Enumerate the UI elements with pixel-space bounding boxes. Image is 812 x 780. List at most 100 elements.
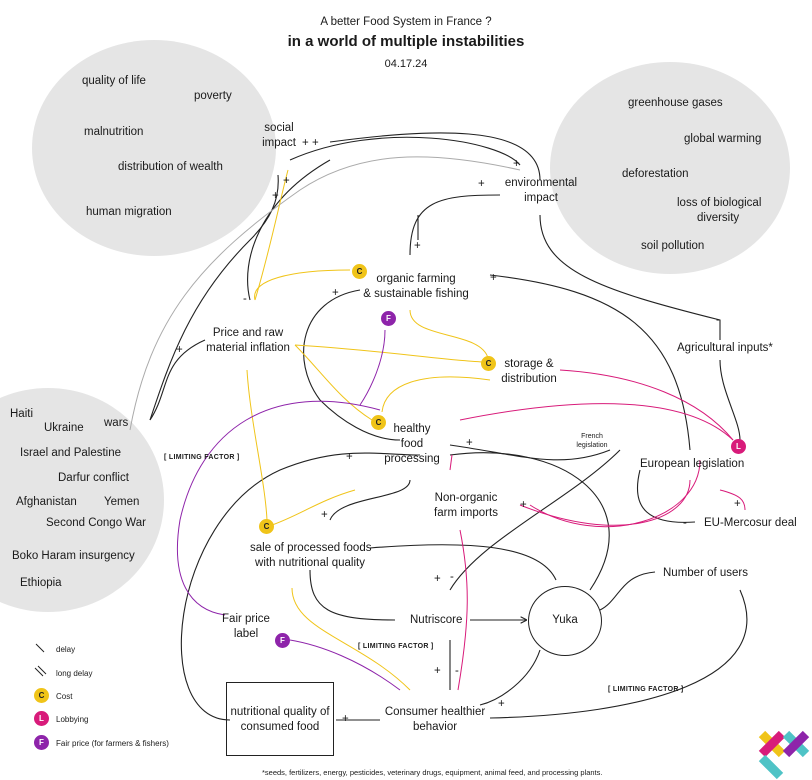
polarity-plus: +	[490, 272, 497, 284]
fair-link-2	[359, 329, 386, 406]
polarity-plus: +	[734, 498, 741, 510]
polarity-plus: +	[513, 158, 520, 170]
legend-fair-price-icon: F	[34, 735, 49, 750]
node-social-impact: social impact	[262, 122, 296, 149]
link-yuka-to-consumer	[479, 649, 541, 706]
link-organic-to-env	[409, 194, 501, 256]
link-wars-to-inflation	[149, 339, 206, 421]
node-storage-distribution: storage & distribution	[501, 358, 557, 385]
link-healthy-to-sale	[329, 479, 411, 521]
lobby-link-5	[449, 454, 453, 471]
polarity-minus: -	[455, 665, 459, 677]
fair-link-1	[176, 400, 381, 616]
cost-badge: C	[259, 519, 274, 534]
node-eu-mercosur: EU-Mercosur deal	[704, 517, 797, 529]
link-sale-to-yuka	[369, 544, 557, 581]
node-number-of-users: Number of users	[663, 567, 749, 579]
polarity-plus: +	[520, 499, 527, 511]
social-item-quality-of-life: quality of life	[82, 75, 146, 87]
polarity-plus: +	[478, 178, 485, 190]
link-env-to-social-2	[289, 136, 521, 166]
lobby-link-4	[519, 479, 691, 526]
link-euro-to-organic	[489, 274, 691, 451]
polarity-plus: +	[321, 509, 328, 521]
fair-price-badge: F	[275, 633, 290, 648]
link-inflation-to-social	[247, 159, 331, 301]
env-item-greenhouse-gases: greenhouse gases	[628, 97, 723, 109]
cost-link-6	[381, 376, 491, 413]
cost-link-8	[271, 489, 356, 526]
cost-link-5	[409, 309, 489, 359]
social-item-human-migration: human migration	[86, 206, 172, 218]
polarity-plus: +	[466, 437, 473, 449]
link-env-to-agri	[539, 214, 721, 340]
node-consumer-behavior: Consumer healthier behavior	[384, 706, 486, 733]
polarity-plus: +	[332, 287, 339, 299]
polarity-minus: -	[450, 571, 454, 583]
wars-circle	[0, 388, 164, 612]
link-wars-to-social	[149, 174, 279, 421]
cost-link-4	[294, 344, 373, 421]
polarity-plus: +	[302, 137, 309, 149]
legend-long-delay-label: long delay	[56, 669, 93, 678]
env-item-diversity: diversity	[697, 212, 740, 224]
node-environmental-impact: environmental impact	[504, 177, 578, 204]
cost-link-1	[254, 269, 351, 301]
cost-link-2	[254, 169, 289, 301]
diagram-subtitle: A better Food System in France ?	[320, 16, 492, 28]
war-item-darfur: Darfur conflict	[58, 472, 129, 484]
fair-link-3	[289, 639, 401, 691]
cost-badge: C	[371, 415, 386, 430]
link-quality-to-healthy	[180, 452, 421, 721]
lobby-link-2	[459, 403, 734, 441]
legend-delay-label: delay	[56, 645, 76, 654]
link-euro-to-healthy	[449, 449, 621, 591]
limiting-factor-label-2: [ LIMITING FACTOR ]	[358, 643, 434, 650]
social-item-poverty: poverty	[194, 90, 232, 102]
limiting-factor-label-3: [ LIMITING FACTOR ]	[608, 686, 684, 693]
node-organic-farming: organic farming & sustainable fishing	[363, 273, 469, 300]
polarity-minus: -	[683, 517, 687, 529]
legend-delay-icon	[35, 643, 45, 653]
node-wars: wars	[104, 417, 129, 429]
link-sale-to-nutriscore	[309, 569, 396, 621]
social-issues-circle	[32, 40, 276, 256]
polarity-plus: +	[414, 240, 421, 252]
link-yuka-to-healthy	[449, 452, 610, 591]
diagram-date: 04.17.24	[384, 58, 428, 70]
war-item-afghanistan: Afghanistan	[16, 496, 77, 508]
footnote: *seeds, fertilizers, energy, pesticides,…	[262, 768, 603, 777]
limiting-factor-label-1: [ LIMITING FACTOR ]	[164, 454, 240, 461]
polarity-plus: +	[434, 665, 441, 677]
lobbying-badge: L	[731, 439, 746, 454]
war-item-boko-haram: Boko Haram insurgency	[12, 550, 135, 562]
lobby-link-3	[529, 459, 701, 528]
lobby-link-7	[457, 529, 468, 691]
polarity-plus: +	[434, 573, 441, 585]
node-healthy-food-processing: healthy food processing	[384, 423, 440, 465]
link-organic-to-healthy	[303, 289, 401, 441]
legend-long-delay-icon	[34, 667, 44, 677]
war-item-haiti: Haiti	[10, 408, 34, 420]
env-item-global-warming: global warming	[684, 133, 762, 145]
environment-issues-circle	[550, 62, 790, 274]
lobby-link-1	[559, 369, 734, 441]
war-item-israel-palestine: Israel and Palestine	[20, 447, 122, 459]
node-nutritional-quality: nutritional quality of consumed food	[226, 682, 334, 756]
legend-lobbying-label: Lobbying	[56, 715, 89, 724]
cost-badge: C	[481, 356, 496, 371]
env-item-soil-pollution: soil pollution	[641, 240, 705, 252]
node-non-organic-imports: Non-organic farm imports	[434, 492, 498, 519]
cost-badge: C	[352, 264, 367, 279]
link-euro-to-mercosur	[636, 469, 696, 523]
diagram-title: in a world of multiple instabilities	[287, 33, 525, 50]
social-item-malnutrition: malnutrition	[84, 126, 144, 138]
link-users-to-consumer	[489, 589, 748, 719]
env-item-deforestation: deforestation	[622, 168, 689, 180]
polarity-plus: +	[272, 190, 279, 202]
link-agri-to-euro	[719, 359, 741, 441]
polarity-plus: +	[283, 175, 290, 187]
polarity-plus: +	[346, 451, 353, 463]
